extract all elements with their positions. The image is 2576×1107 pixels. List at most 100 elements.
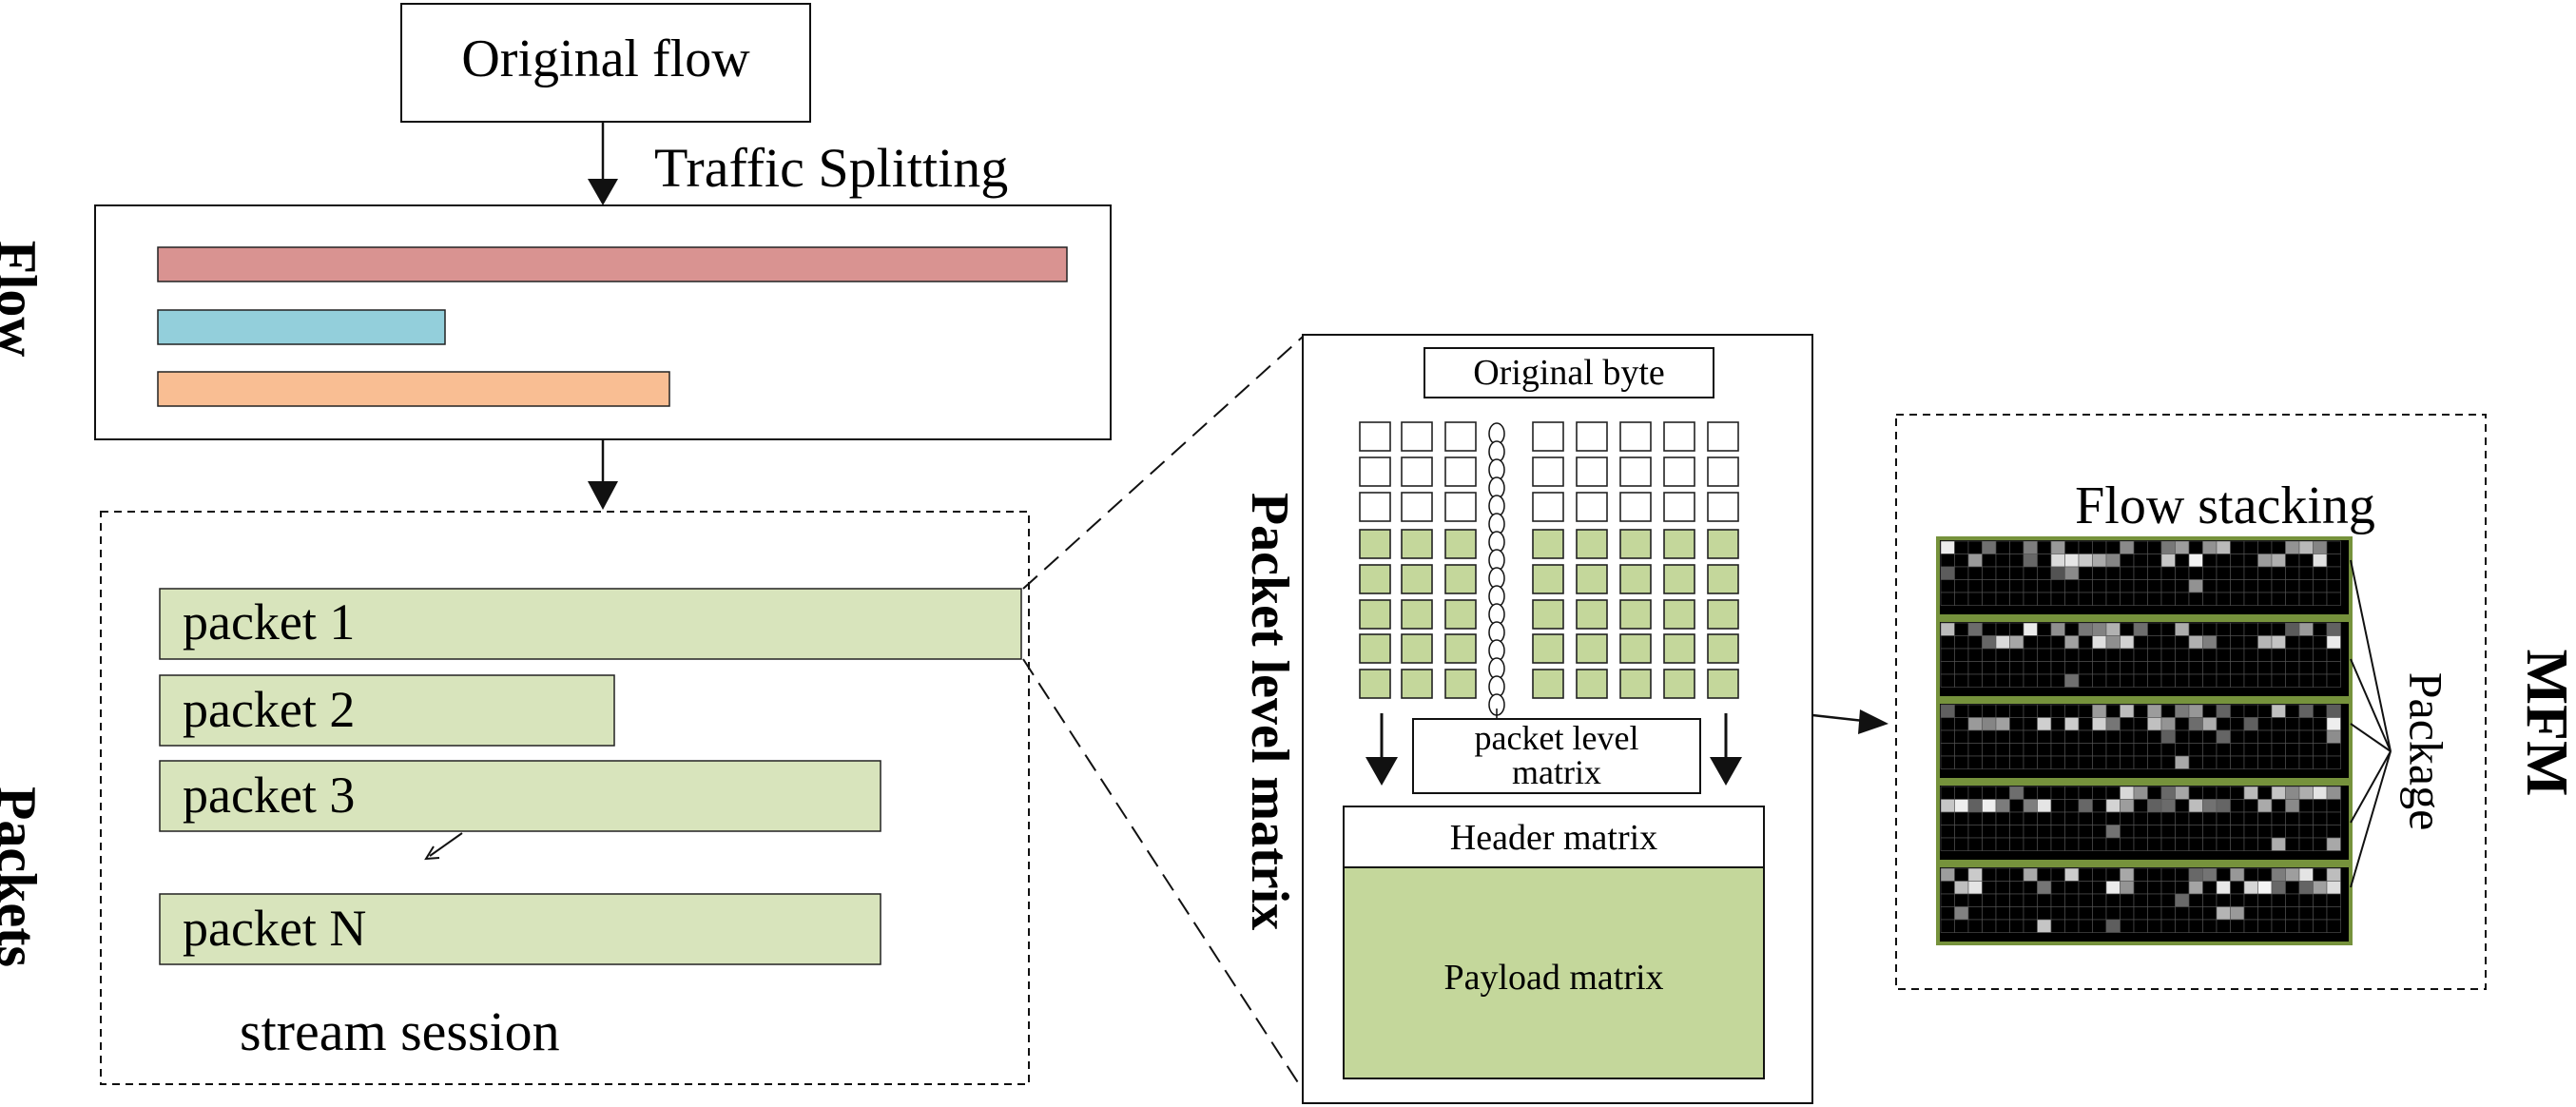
stack-cell: [2050, 661, 2065, 675]
stack-cell: [2188, 661, 2203, 675]
stack-cell: [2120, 919, 2135, 933]
stack-blocks: [1936, 536, 2353, 945]
stack-cell: [1967, 540, 1983, 554]
stack-cell: [2009, 837, 2024, 851]
stack-cell: [2285, 673, 2300, 688]
stack-cell: [2050, 540, 2065, 554]
stack-cell: [2202, 837, 2218, 851]
stack-cell: [2160, 825, 2176, 839]
stack-cell: [2105, 919, 2121, 933]
stack-cell: [2326, 755, 2341, 769]
stack-cell: [2298, 704, 2314, 718]
stack-cell: [1940, 540, 1955, 554]
packet-3-label: packet 3: [183, 767, 355, 824]
stack-cell: [2257, 893, 2273, 907]
stack-cell: [2133, 717, 2148, 731]
stack-cell: [2078, 825, 2093, 839]
stack-cell: [2133, 648, 2148, 662]
stack-cell: [2009, 592, 2024, 606]
stack-cell: [2230, 906, 2245, 921]
byte-cell: [1619, 492, 1652, 522]
stack-cell: [2175, 919, 2190, 933]
stack-cell: [2202, 622, 2218, 636]
stack-cell: [2160, 799, 2176, 813]
stack-cell: [1982, 837, 1997, 851]
stack-cell: [2271, 592, 2286, 606]
stack-cell: [2092, 566, 2107, 580]
stack-cell: [2160, 729, 2176, 744]
stack-cell: [2120, 743, 2135, 757]
stack-cell: [2023, 622, 2038, 636]
stack-cell: [2050, 893, 2065, 907]
stack-cell: [2202, 717, 2218, 731]
stack-cell: [1940, 579, 1955, 593]
stack-cell: [2257, 635, 2273, 650]
stack-cell: [2092, 592, 2107, 606]
stack-cell: [2160, 622, 2176, 636]
stack-cell: [2216, 622, 2231, 636]
stack-cell: [1954, 811, 1969, 825]
stack-cell: [2050, 592, 2065, 606]
stack-cell: [2105, 743, 2121, 757]
stack-cell: [2037, 635, 2052, 650]
stack-cell: [2147, 592, 2162, 606]
stack-cell: [2078, 554, 2093, 568]
stack-cell: [2298, 566, 2314, 580]
stack-cell: [1995, 704, 2010, 718]
stack-cell: [2064, 635, 2080, 650]
stack-cell: [1967, 881, 1983, 895]
stack-cell: [1995, 893, 2010, 907]
stack-cell: [2050, 579, 2065, 593]
stack-cell: [1967, 893, 1983, 907]
stack-cell: [2216, 755, 2231, 769]
stack-cell: [2147, 717, 2162, 731]
stack-cell: [2230, 648, 2245, 662]
stack-cell: [1940, 661, 1955, 675]
stack-cell: [2023, 717, 2038, 731]
stack-cell: [2147, 579, 2162, 593]
stack-cell: [1967, 635, 1983, 650]
stack-cell: [1995, 635, 2010, 650]
stack-cell: [2078, 704, 2093, 718]
stack-cell: [2023, 881, 2038, 895]
stack-cell: [2326, 704, 2341, 718]
stack-cell: [2326, 673, 2341, 688]
stack-cell: [1954, 743, 1969, 757]
stack-cell: [1967, 786, 1983, 800]
stack-cell: [2271, 648, 2286, 662]
stack-cell: [2188, 579, 2203, 593]
stack-cell: [2050, 566, 2065, 580]
stack-cell: [1982, 881, 1997, 895]
stack-cell: [1940, 635, 1955, 650]
byte-cell: [1619, 669, 1652, 699]
byte-cell: [1532, 564, 1564, 594]
stack-cell: [2133, 799, 2148, 813]
stack-cell: [2175, 729, 2190, 744]
stack-cell: [2078, 867, 2093, 882]
stack-cell: [2271, 755, 2286, 769]
stack-cell: [1982, 579, 1997, 593]
stack-cell: [2230, 825, 2245, 839]
stack-cell: [1954, 799, 1969, 813]
stack-cell: [2202, 919, 2218, 933]
byte-cell: [1359, 456, 1391, 487]
stack-cell: [2064, 673, 2080, 688]
stack-cell: [1940, 729, 1955, 744]
stack-cell: [2257, 799, 2273, 813]
stack-cell: [2105, 825, 2121, 839]
stack-cell: [2243, 540, 2258, 554]
byte-cell: [1707, 492, 1739, 522]
stack-cell: [2064, 893, 2080, 907]
byte-cell: [1401, 421, 1433, 452]
byte-cell: [1619, 564, 1652, 594]
stack-cell: [2313, 786, 2328, 800]
stack-cell: [2078, 540, 2093, 554]
flow-bar-1: [157, 246, 1068, 282]
stack-cell: [2216, 786, 2231, 800]
stack-cell: [2243, 579, 2258, 593]
stack-cell: [1995, 867, 2010, 882]
stack-cell: [2216, 717, 2231, 731]
stack-cell: [2257, 919, 2273, 933]
stack-cell: [2202, 592, 2218, 606]
